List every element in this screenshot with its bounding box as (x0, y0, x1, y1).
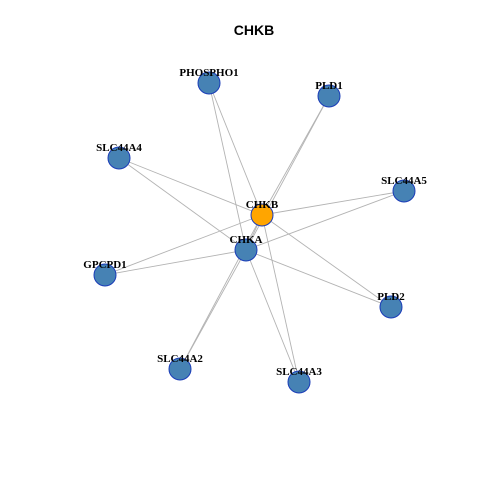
node-label-chka: CHKA (230, 234, 263, 246)
edge-chka-gpcpd1 (104, 249, 247, 276)
node-slc44a4[interactable] (107, 146, 131, 170)
edge-chka-slc44a5 (245, 190, 405, 251)
node-label-pld2: PLD2 (377, 291, 405, 303)
node-gpcpd1[interactable] (93, 263, 117, 287)
node-slc44a2[interactable] (168, 357, 192, 381)
edge-chka-pld2 (245, 249, 392, 308)
node-label-pld1: PLD1 (315, 80, 343, 92)
edge-chkb-phospho1 (208, 82, 263, 216)
edge-chkb-slc44a5 (261, 190, 405, 216)
diagram-title: CHKB (234, 22, 274, 38)
edge-chka-slc44a3 (245, 249, 300, 383)
node-pld1[interactable] (317, 84, 341, 108)
node-layer (93, 71, 416, 394)
node-slc44a3[interactable] (287, 370, 311, 394)
node-pld2[interactable] (379, 295, 403, 319)
edge-chkb-slc44a4 (118, 157, 263, 216)
edge-chka-slc44a4 (118, 157, 247, 251)
edge-chkb-gpcpd1 (104, 214, 263, 276)
label-layer: CHKB CHKA PHOSPHO1PLD1SLC44A4SLC44A5GPCPD1… (83, 67, 427, 378)
node-label-slc44a5: SLC44A5 (381, 175, 427, 187)
node-label-phospho1: PHOSPHO1 (179, 67, 238, 79)
node-phospho1[interactable] (197, 71, 221, 95)
node-chka[interactable] (234, 238, 258, 262)
node-label-slc44a3: SLC44A3 (276, 366, 322, 378)
node-label-slc44a2: SLC44A2 (157, 353, 203, 365)
edge-chkb-slc44a3 (261, 214, 300, 383)
node-chkb[interactable] (250, 203, 274, 227)
edge-layer (104, 82, 405, 383)
node-label-gpcpd1: GPCPD1 (83, 259, 126, 271)
node-label-slc44a4: SLC44A4 (96, 142, 142, 154)
node-slc44a5[interactable] (392, 179, 416, 203)
node-label-chkb: CHKB (246, 199, 279, 211)
edge-chkb-pld2 (261, 214, 392, 308)
edge-chka-slc44a2 (179, 249, 247, 370)
edge-chka-phospho1 (208, 82, 247, 251)
edge-chka-pld1 (245, 95, 330, 251)
